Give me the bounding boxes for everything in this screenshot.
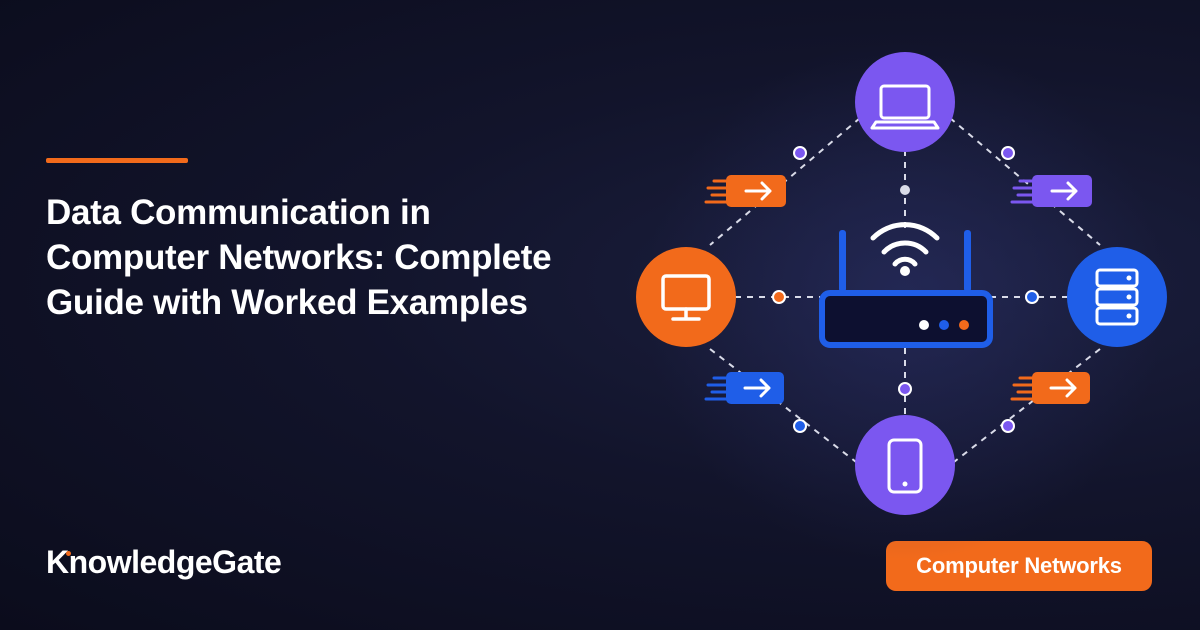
laptop-node	[855, 52, 955, 152]
smartphone-icon	[887, 438, 923, 494]
line-server-phone	[949, 348, 1101, 466]
smartphone-node	[855, 415, 955, 515]
title-line-1: Data Communication in	[46, 193, 431, 232]
title-line-3: Guide with Worked Examples	[46, 283, 528, 322]
router-icon	[819, 230, 993, 348]
packet-top-right	[1010, 175, 1092, 207]
connection-dots	[772, 146, 1039, 433]
dot-purple	[898, 382, 912, 396]
dot-blue	[1025, 290, 1039, 304]
dot-purple	[793, 146, 807, 160]
arrow-right-icon	[743, 378, 771, 398]
server-node	[1067, 247, 1167, 347]
packet-bottom-right	[1010, 372, 1090, 404]
dot-blue	[793, 419, 807, 433]
server-icon	[1095, 268, 1139, 326]
brand-logo-dot	[66, 551, 71, 556]
brand-logo: KnowledgeGate	[46, 544, 282, 580]
packet-top-left	[704, 175, 786, 207]
arrow-right-icon	[1049, 378, 1077, 398]
dot-orange	[772, 290, 786, 304]
line-monitor-phone	[709, 348, 861, 466]
arrow-right-icon	[1050, 181, 1078, 201]
dot-grey	[900, 185, 910, 195]
laptop-icon	[870, 84, 940, 130]
accent-line	[46, 158, 188, 163]
title-line-2: Computer Networks: Complete	[46, 238, 552, 277]
arrow-right-icon	[744, 181, 772, 201]
wifi-icon	[870, 222, 940, 267]
dot-purple	[1001, 419, 1015, 433]
page-title: Data Communication in Computer Networks:…	[46, 190, 646, 325]
packet-bottom-left	[704, 372, 784, 404]
dot-purple	[1001, 146, 1015, 160]
router	[819, 222, 993, 348]
monitor-icon	[661, 274, 711, 321]
monitor-node	[636, 247, 736, 347]
